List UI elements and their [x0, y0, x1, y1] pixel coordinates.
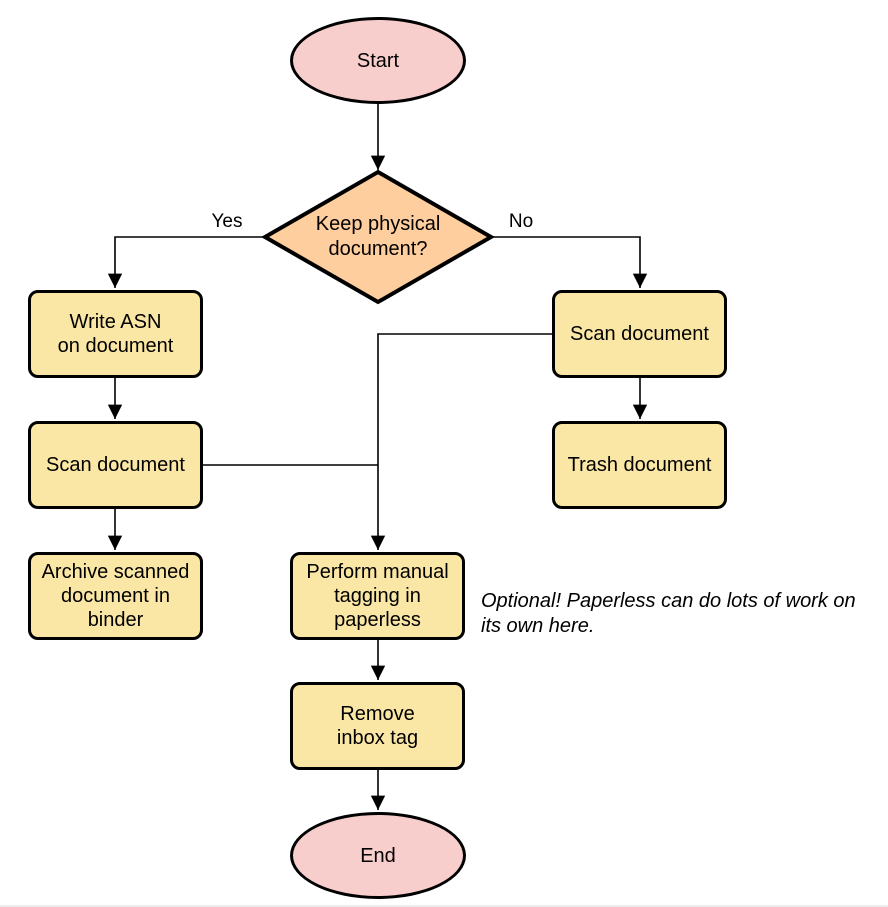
edge-label-no: No — [505, 211, 537, 233]
node-archive-scanned-label: Archive scanned document in binder — [41, 561, 190, 631]
node-scan-document-right: Scan document — [552, 290, 727, 378]
node-write-asn: Write ASN on document — [28, 290, 203, 378]
bottom-divider — [0, 905, 888, 907]
node-scan-document-right-label: Scan document — [570, 323, 709, 345]
node-write-asn-label: Write ASN on document — [57, 311, 174, 357]
edge-decision-yes-to-write-asn — [107, 236, 265, 288]
node-archive-scanned: Archive scanned document in binder — [28, 552, 203, 640]
node-start: Start — [290, 17, 466, 104]
node-scan-document-left: Scan document — [28, 421, 203, 509]
node-remove-inbox-tag-label: Remove inbox tag — [336, 703, 419, 749]
node-trash-document: Trash document — [552, 421, 727, 509]
node-perform-tagging: Perform manual tagging in paperless — [290, 552, 465, 640]
node-decision-label: Keep physical document? — [315, 213, 441, 260]
node-end: End — [290, 812, 466, 899]
node-perform-tagging-label: Perform manual tagging in paperless — [306, 561, 449, 631]
edge-scan-right-to-perform-tagging — [370, 333, 552, 550]
node-remove-inbox-tag: Remove inbox tag — [290, 682, 465, 770]
node-scan-document-left-label: Scan document — [46, 454, 185, 476]
edge-label-yes: Yes — [208, 211, 246, 233]
annotation-optional: Optional! Paperless can do lots of work … — [481, 590, 856, 637]
node-trash-document-label: Trash document — [567, 454, 712, 476]
node-start-label: Start — [356, 49, 400, 72]
decision-shape — [260, 169, 496, 305]
node-end-label: End — [360, 844, 396, 867]
edge-decision-no-to-scan-right — [491, 236, 648, 288]
